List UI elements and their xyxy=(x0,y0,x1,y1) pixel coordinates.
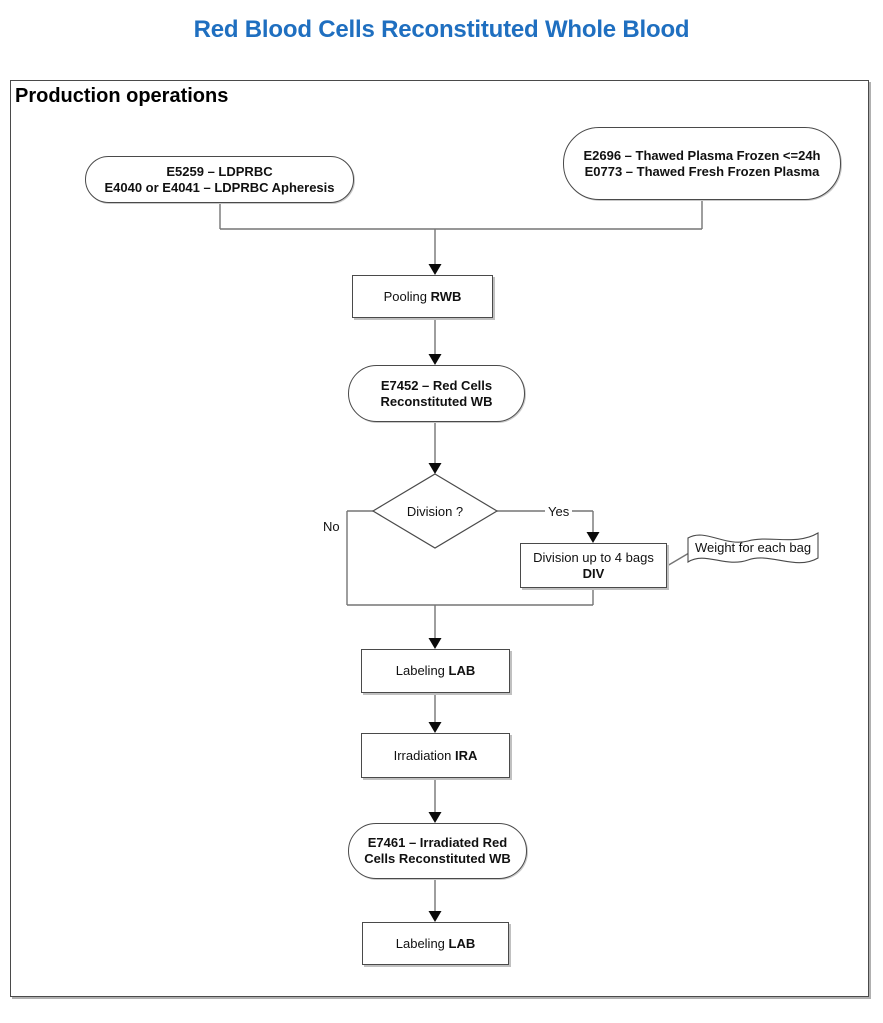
labeling1-text: Labeling LAB xyxy=(396,663,476,679)
irradiation-label: Irradiation xyxy=(393,747,452,763)
pooling-code: RWB xyxy=(430,288,462,304)
labeling2-code: LAB xyxy=(448,935,476,951)
page-title: Red Blood Cells Reconstituted Whole Bloo… xyxy=(193,16,690,43)
source-plasma-line1: E2696 – Thawed Plasma Frozen <=24h xyxy=(583,147,821,163)
pooling-text: Pooling RWB xyxy=(384,289,462,305)
frame-label: Production operations xyxy=(15,85,229,107)
source-plasma-line2: E0773 – Thawed Fresh Frozen Plasma xyxy=(584,163,820,179)
node-division-div: Division up to 4 bags DIV xyxy=(520,543,667,588)
irradiation-text: Irradiation IRA xyxy=(394,748,478,764)
node-source-ldprbc: E5259 – LDPRBC E4040 or E4041 – LDPRBC A… xyxy=(85,156,354,203)
labeling1-code: LAB xyxy=(448,663,476,678)
division-code: DIV xyxy=(582,565,605,581)
yes-label: Yes xyxy=(545,505,573,519)
weight-note-label: Weight for each bag xyxy=(694,540,812,555)
node-e7461: E7461 – Irradiated Red Cells Reconstitut… xyxy=(348,823,527,879)
pooling-label: Pooling xyxy=(383,288,427,304)
e7452-line1: E7452 – Red Cells xyxy=(380,377,493,393)
node-labeling-lab-2: Labeling LAB xyxy=(362,922,509,965)
e7461-line1: E7461 – Irradiated Red xyxy=(367,835,508,850)
e7452-line2: Reconstituted WB xyxy=(380,393,493,409)
no-label: No xyxy=(320,520,343,534)
node-labeling-lab-1: Labeling LAB xyxy=(361,649,510,693)
node-pooling-rwb: Pooling RWB xyxy=(352,275,493,318)
e7461-line2: Cells Reconstituted WB xyxy=(364,851,511,866)
labeling1-label: Labeling xyxy=(395,663,445,678)
labeling2-label: Labeling xyxy=(395,935,445,951)
source-ldprbc-line1: E5259 – LDPRBC xyxy=(166,163,273,179)
source-ldprbc-line2: E4040 or E4041 – LDPRBC Apheresis xyxy=(104,179,335,195)
node-source-plasma: E2696 – Thawed Plasma Frozen <=24h E0773… xyxy=(563,127,841,200)
node-irradiation-ira: Irradiation IRA xyxy=(361,733,510,778)
decision-label: Division ? xyxy=(406,504,464,519)
irradiation-code: IRA xyxy=(455,747,478,763)
labeling2-text: Labeling LAB xyxy=(396,936,476,952)
node-e7452: E7452 – Red Cells Reconstituted WB xyxy=(348,365,525,422)
division-label: Division up to 4 bags xyxy=(533,549,654,565)
